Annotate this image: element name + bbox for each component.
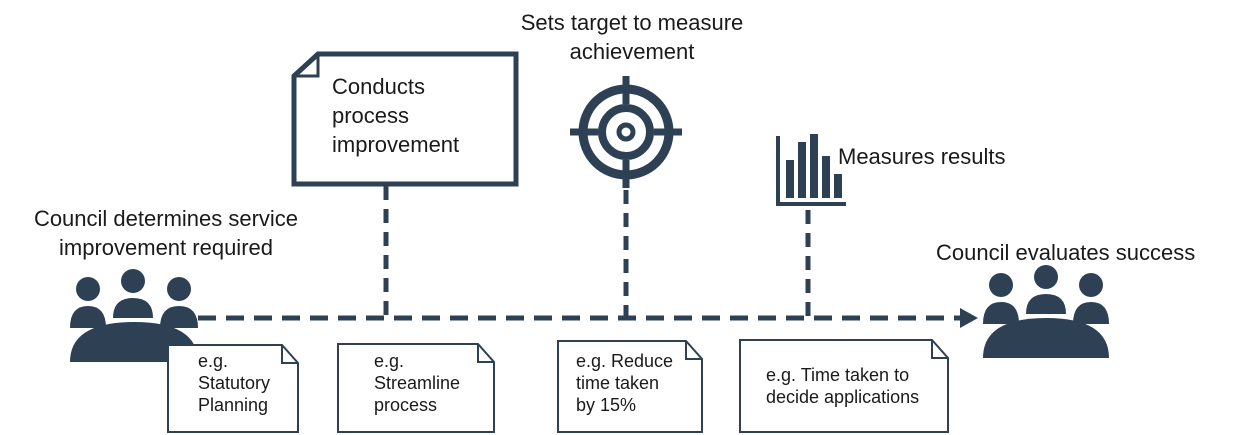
example-note-2: e.g. Streamline process (374, 350, 460, 416)
start-label-line2: improvement required (59, 235, 273, 260)
example-note-2-line3: process (374, 395, 438, 415)
example-box-1 (167, 344, 299, 433)
start-label: Council determines service improvement r… (6, 204, 326, 262)
example-note-2-line2: Streamline (374, 373, 461, 393)
example-note-1-line1: e.g. (198, 351, 229, 371)
example-note-3-line1: e.g. Reduce (576, 351, 674, 371)
target-icon (570, 76, 682, 188)
step-process-label: Conducts process improvement (332, 72, 459, 159)
example-note-2-line1: e.g. (374, 351, 405, 371)
example-box-4 (739, 339, 949, 433)
timeline-arrowhead (960, 308, 978, 328)
bar-chart-icon (776, 134, 846, 206)
example-note-4-line2: decide applications (766, 387, 920, 407)
document-box-icon (291, 51, 519, 187)
example-note-3-line3: by 15% (576, 395, 637, 415)
people-meeting-icon-right (983, 265, 1109, 358)
example-box-3 (557, 340, 703, 433)
step-target-label: Sets target to measure achievement (496, 8, 768, 66)
step-process-line1: Conducts (332, 74, 425, 99)
start-label-line1: Council determines service (33, 206, 299, 231)
example-note-1-line2: Statutory (198, 373, 271, 393)
people-meeting-icon-left (70, 269, 198, 362)
example-note-3-line2: time taken (576, 373, 660, 393)
example-box-2 (337, 343, 495, 433)
step-target-line2: achievement (569, 39, 695, 64)
end-label: Council evaluates success (936, 240, 1196, 265)
example-note-4: e.g. Time taken to decide applications (766, 364, 919, 408)
example-note-3: e.g. Reduce time taken by 15% (576, 350, 673, 416)
example-note-1: e.g. Statutory Planning (198, 350, 270, 416)
step-measures-label: Measures results (838, 144, 1006, 169)
example-note-1-line3: Planning (198, 395, 269, 415)
step-process-line2: process (332, 103, 410, 128)
step-target-line1: Sets target to measure (520, 10, 744, 35)
example-note-4-line1: e.g. Time taken to (766, 365, 910, 385)
step-process-line3: improvement (332, 132, 460, 157)
